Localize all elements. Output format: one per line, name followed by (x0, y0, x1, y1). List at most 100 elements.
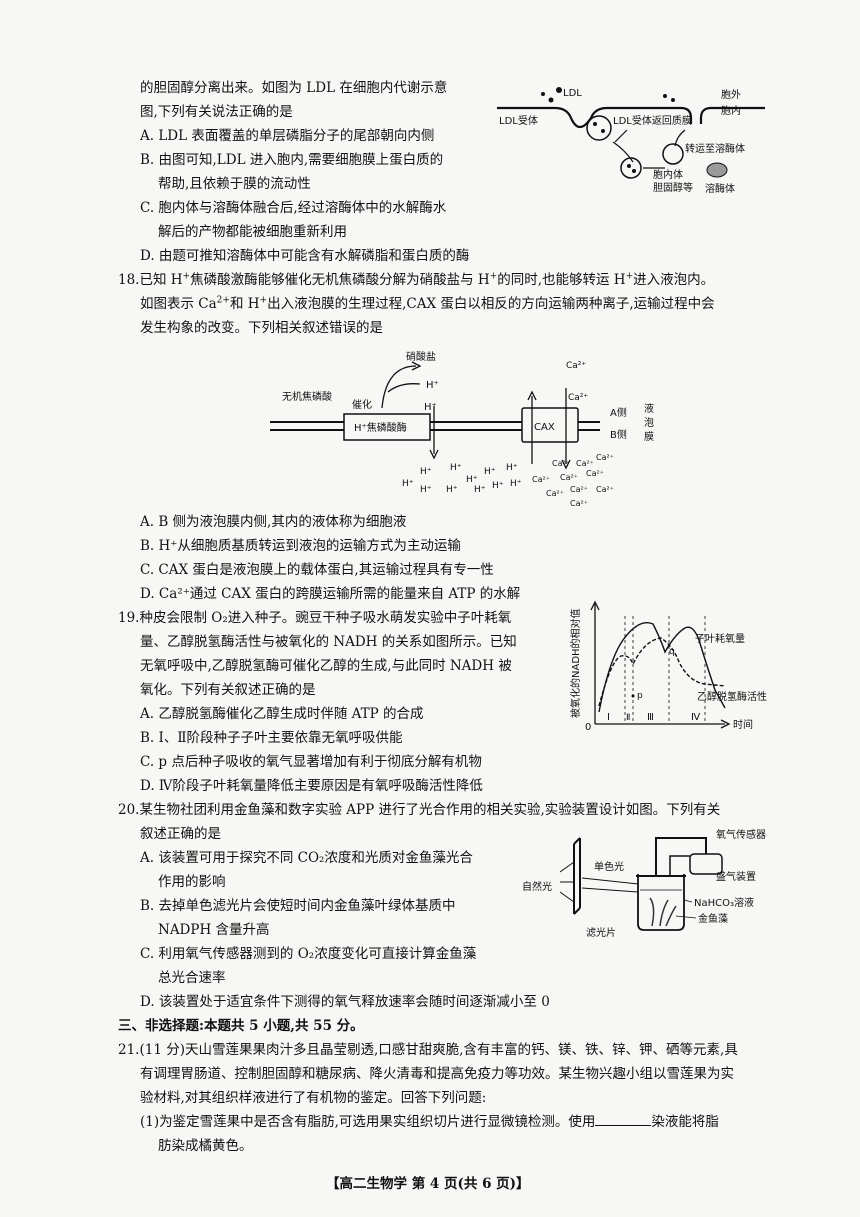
h-ion: H⁺ (424, 402, 437, 413)
q21-sub1-cont: 肪染成橘黄色。 (158, 1138, 253, 1154)
q20-line: 叙述正确的是 (140, 826, 221, 842)
q19-option-c: C. p 点后种子吸收的氧气显著增加有利于彻底分解有机物 (140, 754, 482, 770)
side-b-label: B侧 (610, 428, 627, 441)
side-a-label: A侧 (610, 406, 627, 419)
ca-ions-cluster: Ca²⁺Ca²⁺Ca²⁺ Ca²⁺Ca²⁺Ca²⁺ Ca²⁺Ca²⁺Ca²⁺ C… (532, 453, 614, 508)
adh-series-label: 乙醇脱氢酶活性 (697, 690, 767, 703)
q17-option-d: D. 由题可推知溶酶体中可能含有水解磷脂和蛋白质的酶 (140, 248, 470, 264)
photosynthesis-apparatus: 氧气传感器 盛气装置 自然光 单色光 NaHCO₃溶液 金鱼藻 滤光片 (522, 828, 766, 938)
stage-1: Ⅰ (607, 712, 610, 723)
svg-text:Ca²⁺: Ca²⁺ (586, 469, 604, 478)
stage-4: Ⅳ (691, 712, 701, 723)
plant-label: 金鱼藻 (698, 912, 728, 925)
q19-line: 氧化。下列有关叙述正确的是 (140, 682, 316, 698)
q17-option-a: A. LDL 表面覆盖的单层磷脂分子的尾部朝向内侧 (140, 128, 435, 144)
membrane-label-2: 泡 (644, 416, 654, 429)
catalyze-label: 催化 (352, 398, 372, 411)
ylabel: 被氧化的NADH的相对值 (569, 608, 582, 718)
svg-text:Ca²⁺: Ca²⁺ (596, 453, 614, 462)
inside-label: 胞内 (721, 104, 741, 117)
receptor-return-label: LDL受体返回质膜 (613, 115, 692, 127)
nitrate-label: 硝酸盐 (406, 350, 436, 363)
q20-option-a: A. 该装置可用于探究不同 CO₂浓度和光质对金鱼藻光合 (140, 850, 473, 866)
svg-text:H⁺: H⁺ (484, 467, 496, 477)
outside-label: 胞外 (721, 89, 741, 101)
nahco3-label: NaHCO₃溶液 (694, 896, 754, 909)
stage-2: Ⅱ (626, 713, 630, 723)
membrane-label-1: 液 (644, 402, 654, 415)
q20-option-d: D. 该装置处于适宜条件下测得的氧气释放速率会随时间逐渐减小至 0 (140, 994, 550, 1010)
xlabel: 时间 (733, 718, 753, 731)
adh-curve (598, 637, 726, 707)
svg-text:H⁺: H⁺ (450, 463, 462, 473)
q20-option-a-cont: 作用的影响 (158, 874, 226, 890)
svg-text:H⁺: H⁺ (446, 485, 458, 495)
q18-stem-line1: 18.已知 H+焦磷酸激酶能够催化无机焦磷酸分解为硝酸盐与 H+的同时,也能够转… (118, 271, 715, 288)
svg-text:H⁺: H⁺ (506, 463, 518, 473)
membrane-label-3: 膜 (644, 431, 654, 443)
q21-line: 21.(11 分)天山雪莲果果肉汁多且晶莹剔透,口感甘甜爽脆,含有丰富的钙、镁、… (118, 1042, 738, 1058)
svg-text:Ca²⁺: Ca²⁺ (596, 485, 614, 494)
mono-light-label: 单色光 (594, 860, 624, 873)
cholesterol-label: 胆固醇等 (653, 181, 693, 194)
svg-text:Ca²⁺: Ca²⁺ (576, 459, 594, 468)
q20-option-b: B. 去掉单色滤光片会使短时间内金鱼藻叶绿体基质中 (140, 898, 456, 914)
transfer-label: 转运至溶酶体 (685, 142, 745, 155)
q18-option-c: C. CAX 蛋白是液泡膜上的载体蛋白,其运输过程具有专一性 (140, 562, 494, 578)
q20-option-c-cont: 总光合速率 (158, 970, 226, 986)
section-3-heading: 三、非选择题:本题共 5 小题,共 55 分。 (118, 1018, 364, 1034)
svg-text:Ca²⁺: Ca²⁺ (570, 499, 588, 508)
ldl-metabolism-diagram: LDL LDL受体 胞外 胞内 LDL受体返回质膜 转运至溶酶体 胞内体 胆固醇… (497, 87, 765, 195)
svg-text:Ca²⁺: Ca²⁺ (560, 473, 578, 482)
svg-text:Ca²⁺: Ca²⁺ (546, 489, 564, 498)
q18-stem-line2: 如图表示 Ca2+和 H+出入液泡膜的生理过程,CAX 蛋白以相反的方向运输两种… (140, 295, 715, 312)
vacuole-membrane-diagram: 硝酸盐 H⁺ 无机焦磷酸 催化 H⁺ H⁺焦磷酸酶 CAX Ca²⁺ Ca²⁺ … (270, 350, 654, 508)
q18-option-b: B. H⁺从细胞质基质转运到液泡的运输方式为主动运输 (140, 538, 461, 554)
q17-option-c: C. 胞内体与溶酶体融合后,经过溶酶体中的水解酶水 (140, 200, 447, 216)
natural-light-label: 自然光 (522, 880, 552, 893)
svg-text:Ca²⁺: Ca²⁺ (532, 475, 550, 484)
ldl-receptor-label: LDL受体 (499, 115, 538, 127)
svg-text:H⁺: H⁺ (420, 467, 432, 477)
stage-3: Ⅲ (647, 712, 654, 723)
q17-line: 的胆固醇分离出来。如图为 LDL 在细胞内代谢示意 (140, 80, 448, 96)
q17-option-c-cont: 解后的产物都能被细胞重新利用 (158, 224, 347, 240)
point-q: q (669, 647, 675, 657)
sensor-label: 氧气传感器 (716, 828, 766, 841)
q17-option-b: B. 由图可知,LDL 进入胞内,需要细胞膜上蛋白质的 (140, 152, 444, 168)
gas-device-label: 盛气装置 (716, 870, 756, 883)
ca-ion: Ca²⁺ (566, 361, 586, 371)
cax-label: CAX (534, 422, 555, 433)
o2-curve (598, 622, 726, 713)
origin-label: 0 (585, 722, 591, 733)
o2-series-label: 子叶耗氧量 (695, 632, 745, 645)
q19-line: 量、乙醇脱氢酶活性与被氧化的 NADH 的关系如图所示。已知 (140, 634, 517, 650)
q20-option-b-cont: NADPH 含量升高 (158, 922, 270, 938)
ppi-label: 无机焦磷酸 (282, 390, 332, 403)
ca-ion: Ca²⁺ (568, 393, 588, 403)
q18-option-d: D. Ca²⁺通过 CAX 蛋白的跨膜运输所需的能量来自 ATP 的水解 (140, 586, 521, 602)
svg-text:Ca²⁺: Ca²⁺ (552, 459, 570, 468)
q20-line: 20.某生物社团利用金鱼藻和数字实验 APP 进行了光合作用的相关实验,实验装置… (118, 802, 721, 818)
pyrophosphatase-label: H⁺焦磷酸酶 (354, 421, 407, 434)
q17-line: 图,下列有关说法正确的是 (140, 104, 293, 120)
filter-label: 滤光片 (586, 926, 616, 938)
q21-sub1: (1)为鉴定雪莲果中是否含有脂肪,可选用果实组织切片进行显微镜检测。使用染液能将… (140, 1110, 719, 1134)
q19-line: 19.种皮会限制 O₂进入种子。豌豆干种子吸水萌发实验中子叶耗氧 (118, 610, 512, 626)
svg-text:H⁺: H⁺ (510, 479, 522, 489)
svg-text:H⁺: H⁺ (492, 481, 504, 491)
q18-stem-line3: 发生构象的改变。下列相关叙述错误的是 (140, 320, 383, 336)
q20-option-c: C. 利用氧气传感器测到的 O₂浓度变化可直接计算金鱼藻 (140, 946, 477, 962)
q21-line: 验材料,对其组织样液进行了有机物的鉴定。回答下列问题: (140, 1090, 487, 1106)
q17-option-b-cont: 帮助,且依赖于膜的流动性 (158, 176, 311, 192)
q21-line: 有调理胃肠道、控制胆固醇和糖尿病、降火清毒和提高免疫力等功效。某生物兴趣小组以雪… (140, 1066, 734, 1082)
svg-text:Ca²⁺: Ca²⁺ (570, 485, 588, 494)
lysosome-label: 溶酶体 (705, 182, 735, 195)
h-ion: H⁺ (426, 380, 439, 391)
svg-text:H⁺: H⁺ (466, 475, 478, 485)
q18-option-a: A. B 侧为液泡膜内侧,其内的液体称为细胞液 (140, 514, 407, 530)
svg-text:H⁺: H⁺ (474, 485, 486, 495)
q19-option-a: A. 乙醇脱氢酶催化乙醇生成时伴随 ATP 的合成 (140, 706, 424, 722)
answer-blank[interactable] (595, 1111, 652, 1126)
